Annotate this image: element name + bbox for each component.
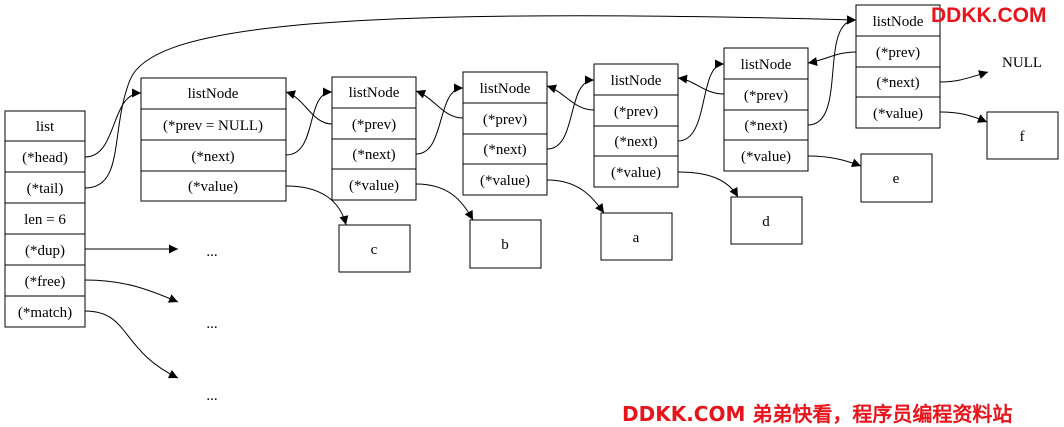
- node-1-next: (*next): [191, 149, 234, 165]
- node-3-prev: (*prev): [483, 112, 527, 128]
- node-4-prev: (*prev): [614, 104, 658, 120]
- edge-node-2-value: [415, 183, 474, 221]
- value-a-label: a: [633, 230, 640, 246]
- list-dup-field: (*dup): [25, 243, 65, 259]
- list-free-cell: [4, 264, 86, 297]
- node-2-next-cell: [331, 138, 417, 170]
- node-6-next: (*next): [876, 75, 919, 91]
- node-4-value-cell: [593, 155, 679, 188]
- list-node-1: listNode (*prev = NULL) (*next) (*value): [140, 77, 287, 202]
- edge-node-6-next-null: [939, 70, 989, 83]
- value-e: e: [860, 153, 933, 203]
- node-1-next-cell: [140, 139, 287, 172]
- value-c-label: c: [371, 242, 378, 258]
- edge-node-3-next: [546, 75, 595, 150]
- value-d: d: [730, 196, 803, 245]
- edge-node-1-next: [285, 87, 333, 156]
- list-head-field: (*head): [22, 150, 68, 166]
- list-title: list: [36, 119, 55, 135]
- list-len-field: len = 6: [24, 212, 66, 228]
- value-f-label: f: [1020, 129, 1025, 145]
- node-5-next: (*next): [744, 118, 787, 134]
- node-5-value: (*value): [741, 149, 791, 165]
- edge-node-6-value: [939, 111, 988, 123]
- list-node-4: listNode (*prev) (*next) (*value): [593, 63, 679, 188]
- watermark-top: DDKK.COM: [931, 4, 1047, 27]
- node-6-prev: (*prev): [876, 45, 920, 61]
- edge-node-4-value: [677, 171, 739, 198]
- node-3-next-cell: [462, 133, 548, 165]
- edge-node-2-next: [415, 83, 464, 155]
- value-a: a: [600, 212, 673, 261]
- edge-node-3-prev: [415, 89, 464, 119]
- list-node-3: listNode (*prev) (*next) (*value): [462, 71, 548, 196]
- value-b-label: b: [501, 237, 509, 253]
- node-3-value-cell: [462, 163, 548, 196]
- value-d-label: d: [762, 214, 770, 230]
- ellipsis-match: ...: [206, 388, 217, 404]
- list-node-6: listNode (*prev) (*next) (*value): [855, 4, 941, 129]
- node-4-next-cell: [593, 125, 679, 157]
- node-1-prev: (*prev = NULL): [163, 118, 263, 134]
- node-2-title: listNode: [349, 85, 400, 101]
- list-match-cell: [4, 295, 86, 328]
- value-f: f: [986, 111, 1059, 160]
- edge-node-6-prev: [807, 51, 857, 66]
- edge-head-to-node-1: [84, 88, 142, 158]
- node-6-value: (*value): [873, 106, 923, 122]
- node-2-next: (*next): [352, 147, 395, 163]
- node-4-title: listNode: [611, 73, 662, 89]
- edge-node-1-value: [285, 185, 349, 226]
- ellipsis-dup: ...: [206, 244, 217, 260]
- edge-node-4-prev: [546, 84, 595, 111]
- list-free-field: (*free): [25, 274, 66, 290]
- node-4-value: (*value): [611, 165, 661, 181]
- node-6-title-cell: [855, 4, 941, 37]
- node-4-title-cell: [593, 63, 679, 96]
- node-1-value: (*value): [188, 179, 238, 195]
- node-5-title: listNode: [741, 57, 792, 73]
- ellipsis-free: ...: [206, 316, 217, 332]
- value-b: b: [469, 219, 542, 269]
- value-e-label: e: [893, 171, 900, 187]
- edge-node-5-value: [807, 155, 862, 168]
- edge-node-2-prev: [285, 90, 333, 125]
- list-node-5: listNode (*prev) (*next) (*value): [723, 47, 809, 172]
- watermark-bottom: DDKK.COM 弟弟快看，程序员编程资料站: [622, 402, 1013, 426]
- list-title-cell: [4, 110, 86, 142]
- null-label: NULL: [1002, 55, 1042, 71]
- node-6-value-cell: [855, 96, 941, 129]
- node-2-title-cell: [331, 76, 417, 109]
- node-1-title: listNode: [188, 86, 239, 102]
- edge-match-to-ellipsis: [84, 310, 179, 379]
- node-6-title: listNode: [873, 14, 924, 30]
- edge-node-4-next: [677, 59, 725, 142]
- node-2-value: (*value): [349, 178, 399, 194]
- node-3-title: listNode: [480, 81, 531, 97]
- edge-node-5-prev: [677, 74, 725, 95]
- node-2-prev: (*prev): [352, 117, 396, 133]
- node-4-prev-cell: [593, 94, 679, 127]
- value-c: c: [338, 224, 411, 273]
- edge-free-to-ellipsis: [84, 279, 179, 303]
- node-5-value-cell: [723, 139, 809, 172]
- node-3-value: (*value): [480, 173, 530, 189]
- node-5-prev: (*prev): [744, 88, 788, 104]
- edge-node-5-next: [807, 15, 857, 126]
- node-6-prev-cell: [855, 35, 941, 68]
- edge-tail-to-node-6: [84, 15, 857, 189]
- list-struct: list (*head) (*tail) len = 6 (*dup) (*fr…: [4, 110, 86, 328]
- list-len-cell: [4, 202, 86, 235]
- list-head-cell: [4, 140, 86, 173]
- node-3-next: (*next): [483, 142, 526, 158]
- node-4-next: (*next): [614, 134, 657, 150]
- list-tail-field: (*tail): [27, 181, 64, 197]
- edge-node-3-value: [546, 179, 605, 214]
- list-node-2: listNode (*prev) (*next) (*value): [331, 76, 417, 201]
- list-match-field: (*match): [18, 305, 72, 321]
